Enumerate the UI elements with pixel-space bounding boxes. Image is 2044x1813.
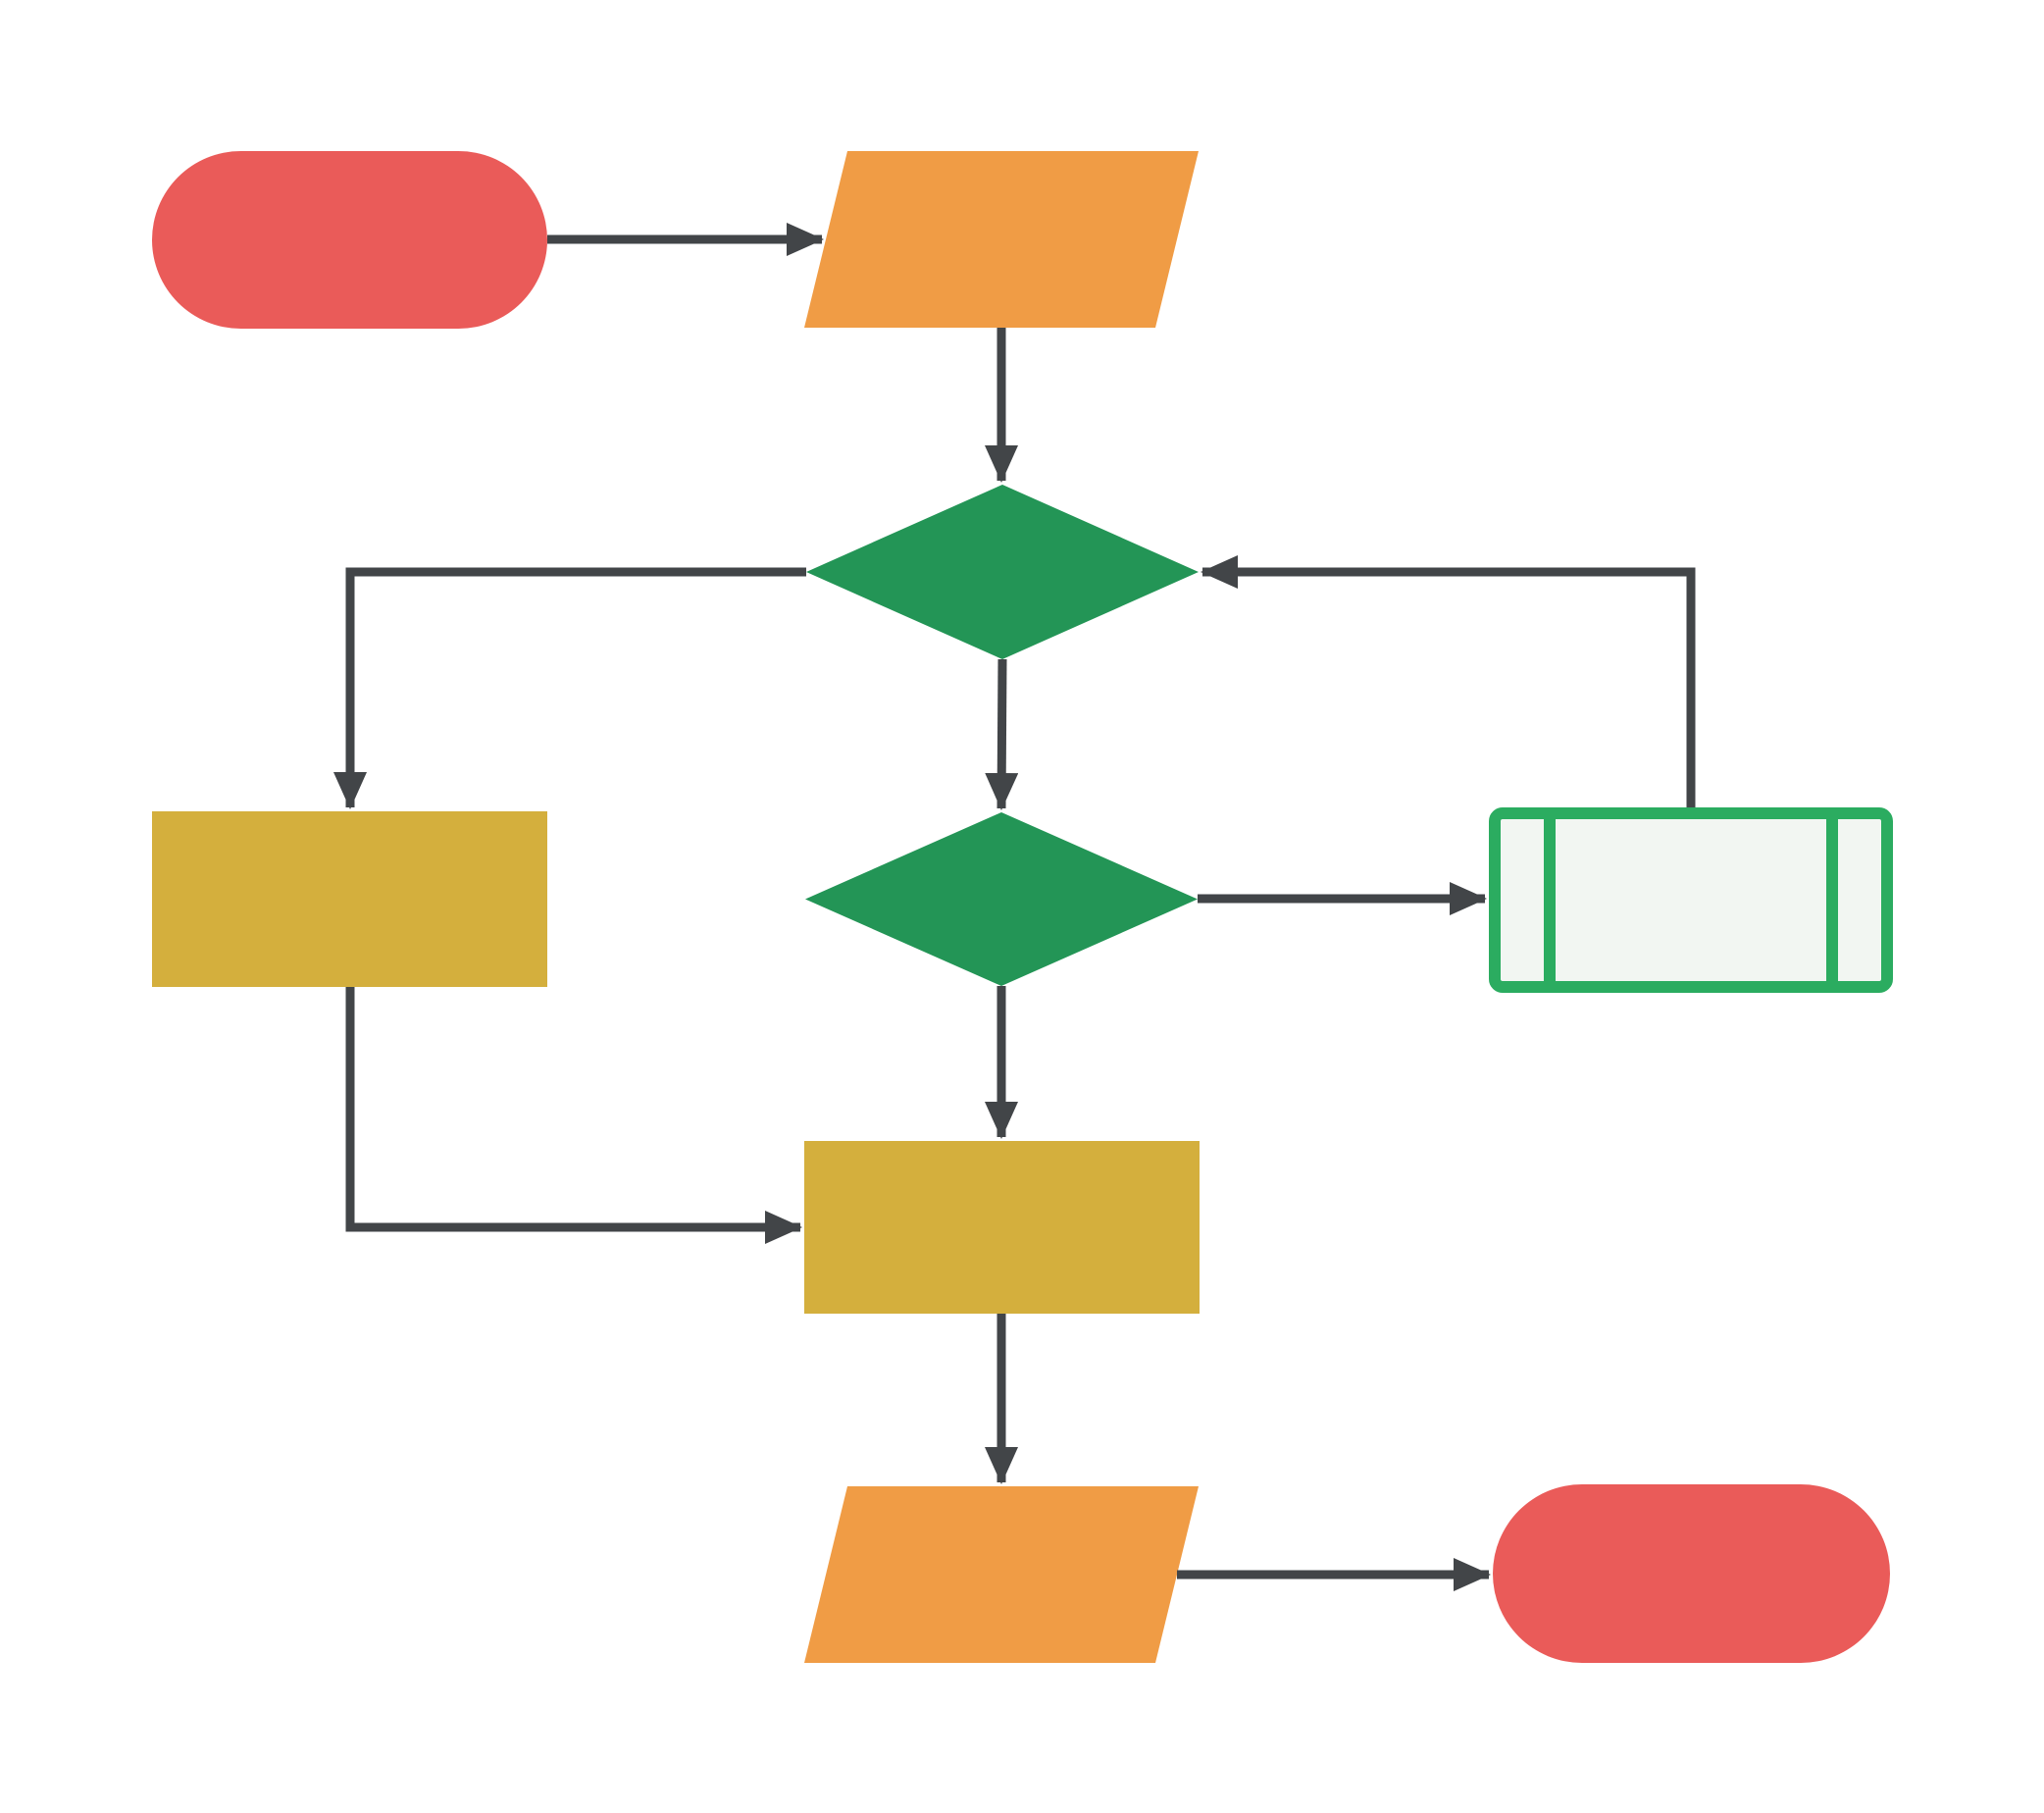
predefined-process-box-body	[1489, 807, 1893, 993]
top-io-parallelogram-shape	[804, 151, 1199, 328]
decision-diamond-2-shape	[805, 812, 1198, 986]
predefined-process-box	[1489, 807, 1893, 993]
start-terminator-shape	[152, 151, 547, 329]
decision-diamond-2	[805, 812, 1198, 986]
left-process-box	[152, 811, 547, 987]
connector-diamond1-to-left-process	[333, 567, 806, 809]
left-process-box-shape	[152, 811, 547, 987]
top-io-parallelogram	[804, 151, 1199, 328]
bottom-io-parallelogram	[804, 1486, 1199, 1663]
center-process-box-shape	[804, 1141, 1200, 1314]
end-terminator	[1493, 1484, 1890, 1663]
bottom-io-parallelogram-shape	[804, 1486, 1199, 1663]
end-terminator-shape	[1493, 1484, 1890, 1663]
connector-diamond1-to-diamond2	[985, 658, 1019, 810]
connector-left-process-to-center-process	[345, 987, 802, 1244]
decision-diamond-1	[806, 485, 1199, 659]
start-terminator	[152, 151, 547, 329]
connector-predefined-to-diamond1	[1201, 555, 1696, 807]
center-process-box	[804, 1141, 1200, 1314]
decision-diamond-1-shape	[806, 485, 1199, 659]
